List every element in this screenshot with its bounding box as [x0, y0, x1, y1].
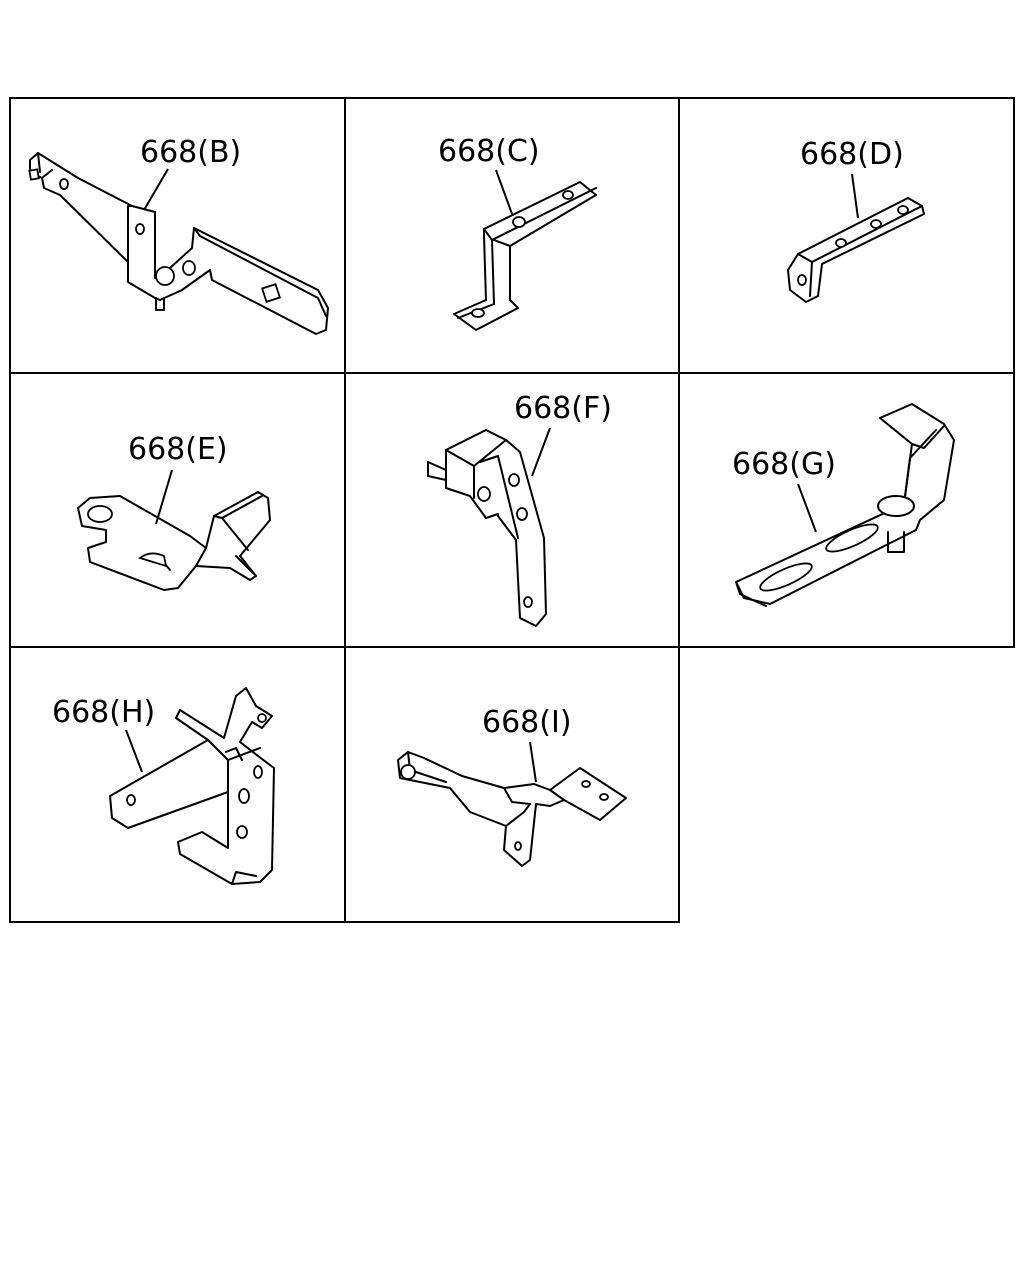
bracket-d-leader: [851, 173, 859, 219]
bracket-e-leader: [155, 469, 173, 525]
bracket-c-callout: 668(C): [438, 134, 540, 169]
bracket-g-drawing: [735, 403, 955, 607]
bracket-h: 668(H): [52, 687, 275, 885]
bracket-b: 668(B): [28, 135, 329, 335]
bracket-i-callout: 668(I): [482, 705, 572, 740]
bracket-d-callout: 668(D): [800, 137, 904, 172]
bracket-b-leader: [143, 168, 169, 211]
bracket-f-drawing: [427, 429, 547, 627]
bracket-b-drawing: [28, 152, 329, 335]
bracket-c-drawing: [453, 181, 597, 331]
cell-e-frame: [9, 372, 346, 648]
diagram-grid: [9, 97, 1015, 923]
bracket-f: 668(F): [427, 391, 612, 627]
bracket-i: 668(I): [397, 705, 627, 867]
cell-g-frame: [678, 372, 1015, 648]
bracket-h-leader: [125, 729, 143, 773]
bracket-b-callout: 668(B): [140, 135, 241, 170]
bracket-h-drawing: [109, 687, 275, 885]
bracket-g-leader: [797, 483, 817, 533]
bracket-e-drawing: [77, 491, 271, 591]
cell-i-frame: [344, 646, 680, 923]
bracket-e: 668(E): [77, 432, 271, 591]
bracket-f-leader: [531, 427, 551, 477]
bracket-d: 668(D): [787, 137, 925, 303]
bracket-e-callout: 668(E): [128, 432, 228, 467]
bracket-c: 668(C): [438, 134, 597, 331]
bracket-c-leader: [495, 169, 513, 215]
bracket-d-drawing: [787, 197, 925, 303]
bracket-i-leader: [529, 741, 537, 783]
bracket-g: 668(G): [732, 403, 955, 607]
bracket-h-callout: 668(H): [52, 695, 155, 730]
bracket-i-drawing: [397, 751, 627, 867]
bracket-f-callout: 668(F): [514, 391, 612, 426]
bracket-g-callout: 668(G): [732, 447, 836, 482]
